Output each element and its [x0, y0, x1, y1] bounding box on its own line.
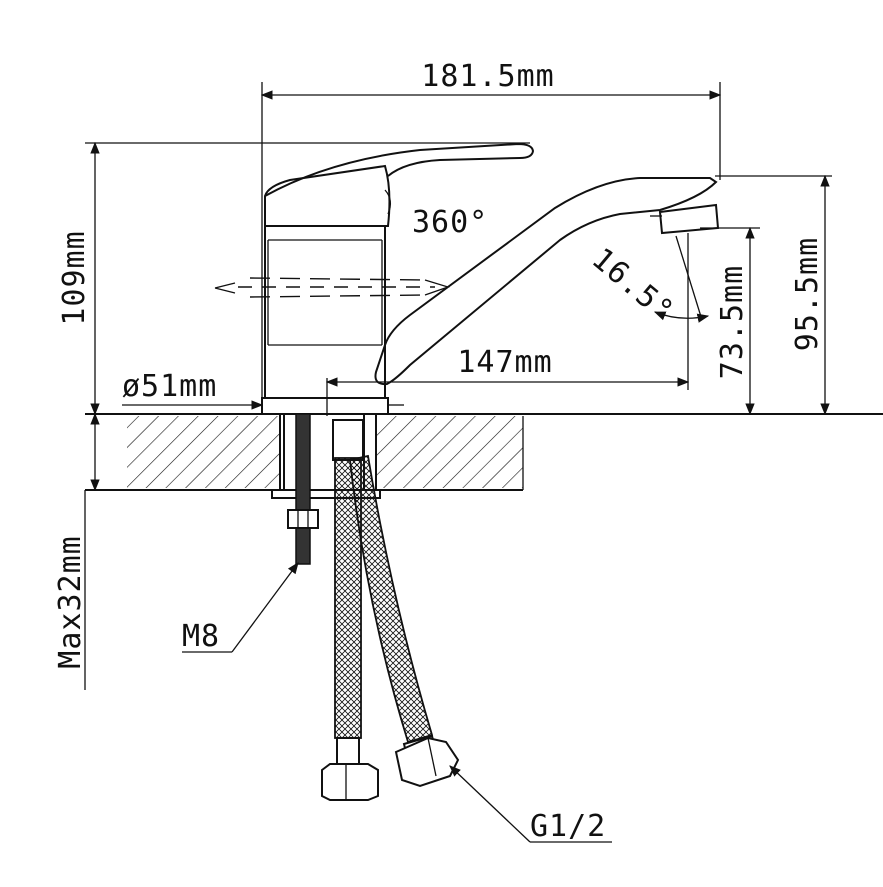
label-hose-thread: G1/2: [530, 809, 606, 844]
angled-hose: [349, 454, 460, 788]
label-width-total: 181.5mm: [421, 59, 554, 94]
label-base-diameter: ø51mm: [122, 369, 217, 404]
label-body-height: 95.5mm: [790, 237, 825, 351]
label-height-total: 109mm: [57, 230, 92, 325]
lever-handle: [264, 142, 535, 215]
label-spout-height: 73.5mm: [715, 265, 750, 379]
label-bolt-thread: M8: [182, 619, 220, 654]
label-spout-angle: 16.5°: [585, 241, 681, 329]
label-max-thickness: Max32mm: [53, 535, 88, 668]
dimension-lines: [84, 82, 832, 843]
label-rotation: 360°: [412, 205, 488, 240]
countertop: [85, 413, 883, 491]
rotation-indicator: [214, 277, 451, 298]
label-spout-reach: 147mm: [457, 345, 552, 380]
faucet-body: [261, 164, 391, 415]
